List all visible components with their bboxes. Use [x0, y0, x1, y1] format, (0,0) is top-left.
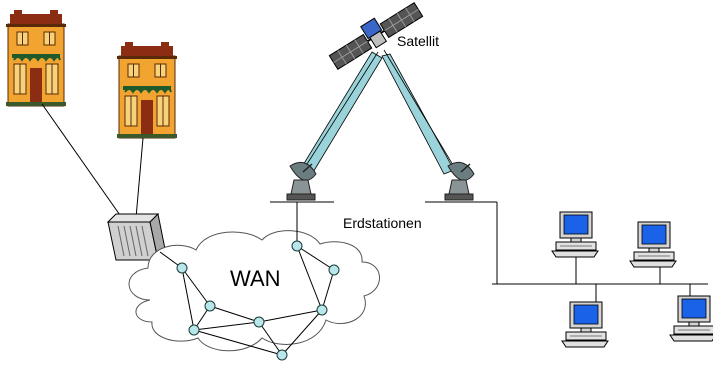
- desktop-computer-icon: [629, 221, 677, 268]
- wan-mesh-links: [159, 202, 335, 356]
- desktop-computer-icon: [551, 211, 599, 258]
- wan-nodes: [176, 240, 340, 361]
- satellite-label: Satellit: [397, 33, 440, 49]
- lan-bus: [492, 202, 708, 304]
- dish-antenna-icon: [444, 161, 475, 201]
- desktop-computer-icon: [561, 301, 609, 348]
- network-node-icon: [253, 316, 265, 328]
- wan-label: WAN: [230, 266, 281, 291]
- network-node-icon: [316, 304, 328, 316]
- network-node-icon: [276, 349, 288, 361]
- router-cabinet-icon: [106, 212, 167, 261]
- satellite-icon: [328, 2, 424, 70]
- network-node-icon: [291, 240, 303, 252]
- network-node-icon: [188, 324, 200, 336]
- desktop-computer-icon: [669, 295, 713, 342]
- satellite-uplink-beam: [299, 51, 383, 175]
- network-node-icon: [328, 264, 340, 276]
- house-icon: [116, 41, 178, 139]
- dish-antenna-icon: [286, 161, 317, 201]
- network-node-icon: [204, 300, 216, 312]
- network-node-icon: [176, 262, 188, 274]
- house-router-links: [41, 103, 144, 219]
- satellite-downlink-beam: [381, 49, 457, 175]
- ground-stations-label: Erdstationen: [343, 215, 422, 231]
- house-icon: [5, 9, 67, 107]
